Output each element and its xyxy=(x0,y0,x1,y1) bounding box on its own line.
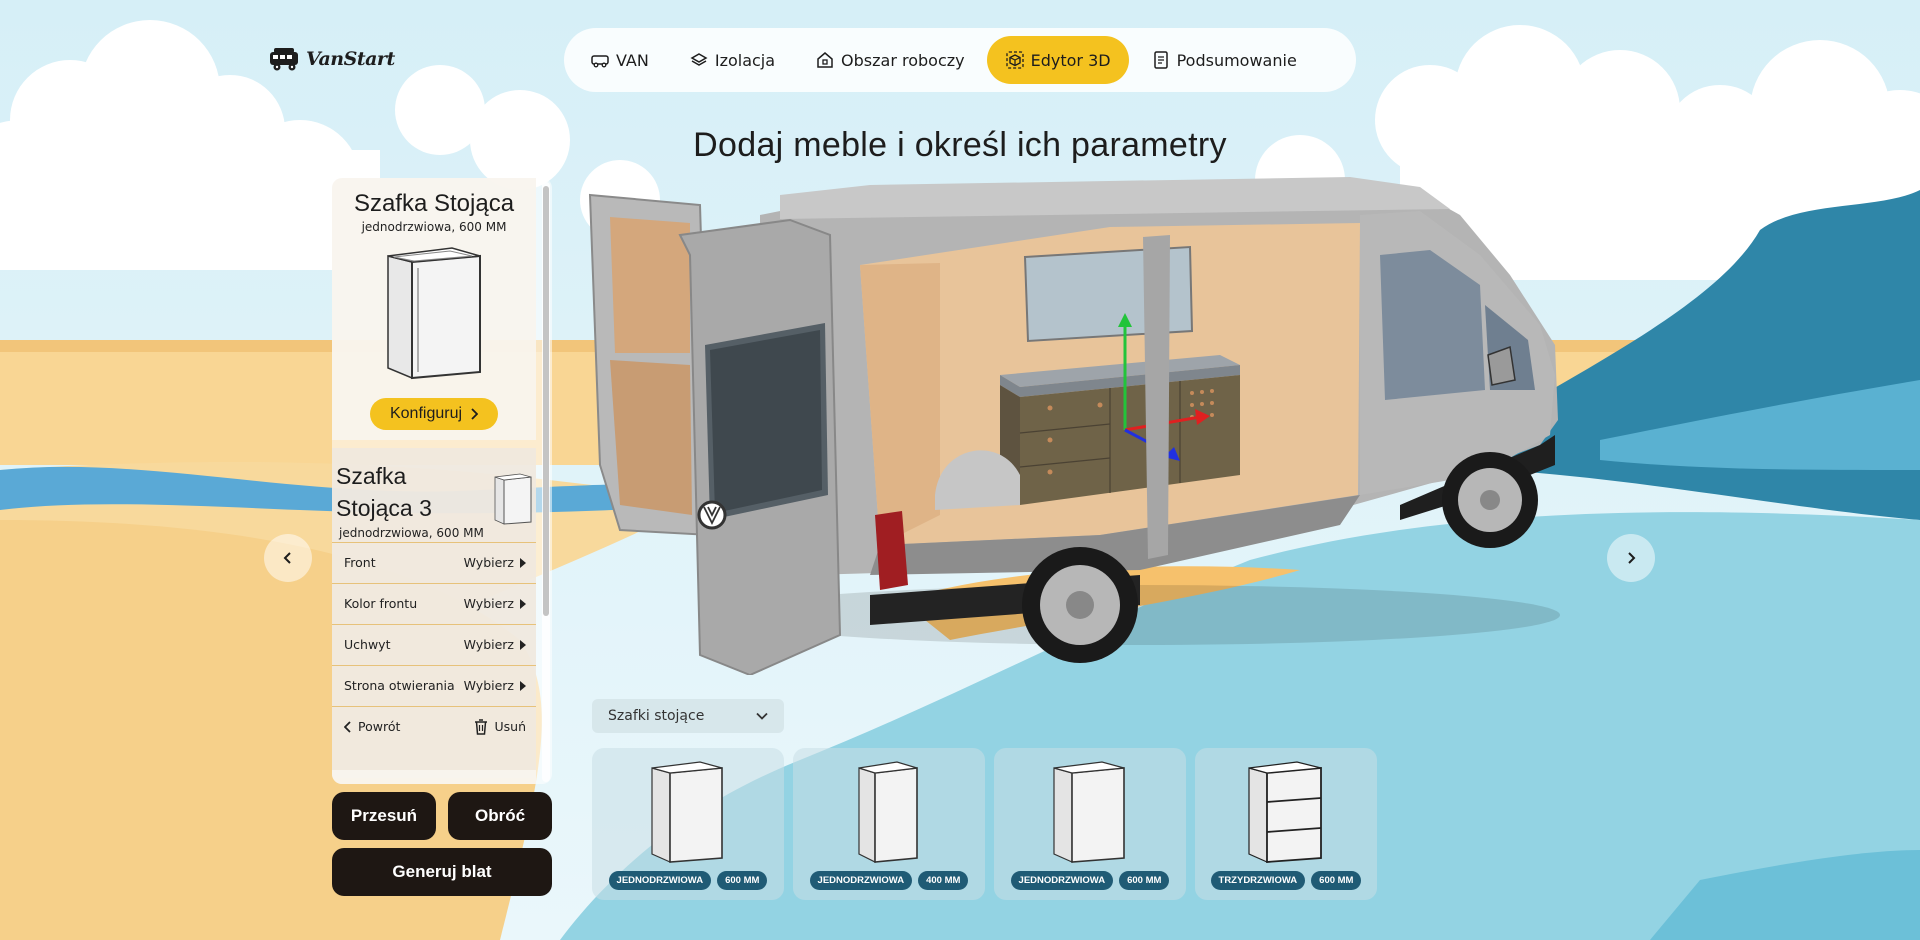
selected-furniture-title: Szafka Stojąca 3 xyxy=(336,463,432,521)
rotate-button-label: Obróć xyxy=(474,806,526,825)
trash-icon xyxy=(475,718,488,735)
option-value: Wybierz xyxy=(463,555,514,570)
category-dropdown[interactable]: Szafki stojące xyxy=(592,699,784,733)
van-logo-icon xyxy=(270,48,298,71)
cube-icon xyxy=(1005,51,1024,69)
previous-view-button[interactable] xyxy=(264,534,312,582)
layers-icon xyxy=(690,53,708,66)
furniture-card-title: Szafka Stojąca xyxy=(353,190,515,217)
furniture-card-subtitle: jednodrzwiowa, 600 MM xyxy=(361,220,507,234)
chevron-right-icon xyxy=(1628,552,1636,564)
back-button[interactable]: Powrót xyxy=(344,719,400,734)
brand-logo[interactable]: VanStart xyxy=(268,46,395,72)
chevron-right-icon xyxy=(471,408,479,420)
furniture-panel: Szafka Stojąca jednodrzwiowa, 600 MM Kon… xyxy=(332,178,552,784)
nav-item-label: Obszar roboczy xyxy=(841,50,965,70)
nav-item-izolacja[interactable]: Izolacja xyxy=(671,36,793,84)
back-button-label: Powrót xyxy=(358,719,401,734)
type-tag: JEDNODRZWIOWA xyxy=(608,871,712,890)
cabinet-thumbnail-small xyxy=(494,473,532,525)
option-label: Front xyxy=(344,555,376,570)
generate-button-label: Generuj blat xyxy=(392,862,492,881)
nav-item-van[interactable]: VAN xyxy=(572,36,667,84)
move-button-label: Przesuń xyxy=(350,806,418,825)
configure-button-label: Konfiguruj xyxy=(389,405,463,422)
workspace-icon xyxy=(817,52,833,68)
move-button[interactable]: Przesuń xyxy=(332,792,436,840)
option-handle[interactable]: Uchwyt Wybierz xyxy=(332,624,536,664)
catalog-item[interactable]: JEDNODRZWIOWA 600 MM xyxy=(592,748,784,900)
page-title: Dodaj meble i określ ich parametry xyxy=(693,126,1227,164)
cabinet-thumbnail xyxy=(387,247,481,380)
category-dropdown-value: Szafki stojące xyxy=(608,708,705,724)
delete-button[interactable]: Usuń xyxy=(474,718,526,735)
furniture-card: Szafka Stojąca jednodrzwiowa, 600 MM Kon… xyxy=(332,178,536,440)
scrollbar-thumb[interactable] xyxy=(543,186,549,616)
3d-van-viewport[interactable] xyxy=(580,175,1560,675)
panel-scrollbar[interactable] xyxy=(542,182,550,782)
size-tag: 600 MM xyxy=(1311,871,1362,890)
panel-scroll-area[interactable]: Szafka Stojąca jednodrzwiowa, 600 MM Kon… xyxy=(332,178,536,784)
caret-right-icon xyxy=(520,557,526,568)
type-tag: JEDNODRZWIOWA xyxy=(809,871,913,890)
chevron-left-icon xyxy=(344,720,351,733)
catalog-item[interactable]: JEDNODRZWIOWA 400 MM xyxy=(793,748,985,900)
caret-right-icon xyxy=(520,639,526,650)
nav-item-obszar-roboczy[interactable]: Obszar roboczy xyxy=(797,36,983,84)
van-icon xyxy=(591,55,609,68)
brand-name: VanStart xyxy=(306,48,395,70)
cabinet-single-door-icon xyxy=(651,761,723,863)
catalog-item[interactable]: JEDNODRZWIOWA 600 MM xyxy=(994,748,1186,900)
cabinet-single-door-icon xyxy=(1053,761,1125,863)
type-tag: JEDNODRZWIOWA xyxy=(1010,871,1114,890)
option-label: Kolor frontu xyxy=(344,596,418,611)
top-navigation: VAN Izolacja Obszar roboczy Edytor 3D Po… xyxy=(564,28,1356,92)
size-tag: 400 MM xyxy=(918,871,969,890)
catalog-item-tags: JEDNODRZWIOWA 600 MM xyxy=(592,871,784,890)
nav-item-label: Podsumowanie xyxy=(1176,50,1297,70)
nav-item-label: Edytor 3D xyxy=(1030,50,1111,70)
catalog-item[interactable]: TRZYDRZWIOWA 600 MM xyxy=(1195,748,1377,900)
chevron-left-icon xyxy=(283,552,291,564)
nav-item-edytor-3d[interactable]: Edytor 3D xyxy=(986,36,1129,84)
catalog-item-tags: TRZYDRZWIOWA 600 MM xyxy=(1195,871,1377,890)
option-value: Wybierz xyxy=(463,596,514,611)
option-opening-side[interactable]: Strona otwierania Wybierz xyxy=(332,665,536,705)
option-front-color[interactable]: Kolor frontu Wybierz xyxy=(332,583,536,623)
caret-right-icon xyxy=(520,598,526,609)
type-tag: TRZYDRZWIOWA xyxy=(1210,871,1306,890)
next-view-button[interactable] xyxy=(1607,534,1655,582)
nav-item-label: VAN xyxy=(616,50,649,70)
cabinet-single-door-icon xyxy=(858,761,918,863)
catalog-item-tags: JEDNODRZWIOWA 600 MM xyxy=(994,871,1186,890)
nav-item-podsumowanie[interactable]: Podsumowanie xyxy=(1133,36,1315,84)
document-icon xyxy=(1153,51,1168,69)
delete-button-label: Usuń xyxy=(494,719,526,734)
generate-countertop-button[interactable]: Generuj blat xyxy=(332,848,552,896)
configure-button[interactable]: Konfiguruj xyxy=(370,398,498,430)
nav-item-label: Izolacja xyxy=(714,50,776,70)
catalog-item-tags: JEDNODRZWIOWA 400 MM xyxy=(793,871,985,890)
size-tag: 600 MM xyxy=(717,871,768,890)
chevron-down-icon xyxy=(756,712,768,720)
furniture-card-next xyxy=(332,770,536,784)
rotate-button[interactable]: Obróć xyxy=(448,792,552,840)
selected-furniture-subtitle: jednodrzwiowa, 600 MM xyxy=(339,526,484,540)
card-footer: Powrót Usuń xyxy=(332,706,536,746)
option-value: Wybierz xyxy=(463,637,514,652)
option-label: Uchwyt xyxy=(344,637,391,652)
option-label: Strona otwierania xyxy=(344,678,455,693)
option-front[interactable]: Front Wybierz xyxy=(332,542,536,582)
size-tag: 600 MM xyxy=(1119,871,1170,890)
cabinet-three-drawer-icon xyxy=(1248,761,1322,863)
caret-right-icon xyxy=(520,680,526,691)
option-value: Wybierz xyxy=(463,678,514,693)
selected-furniture-card: Szafka Stojąca 3 jednodrzwiowa, 600 MM F… xyxy=(332,448,536,778)
